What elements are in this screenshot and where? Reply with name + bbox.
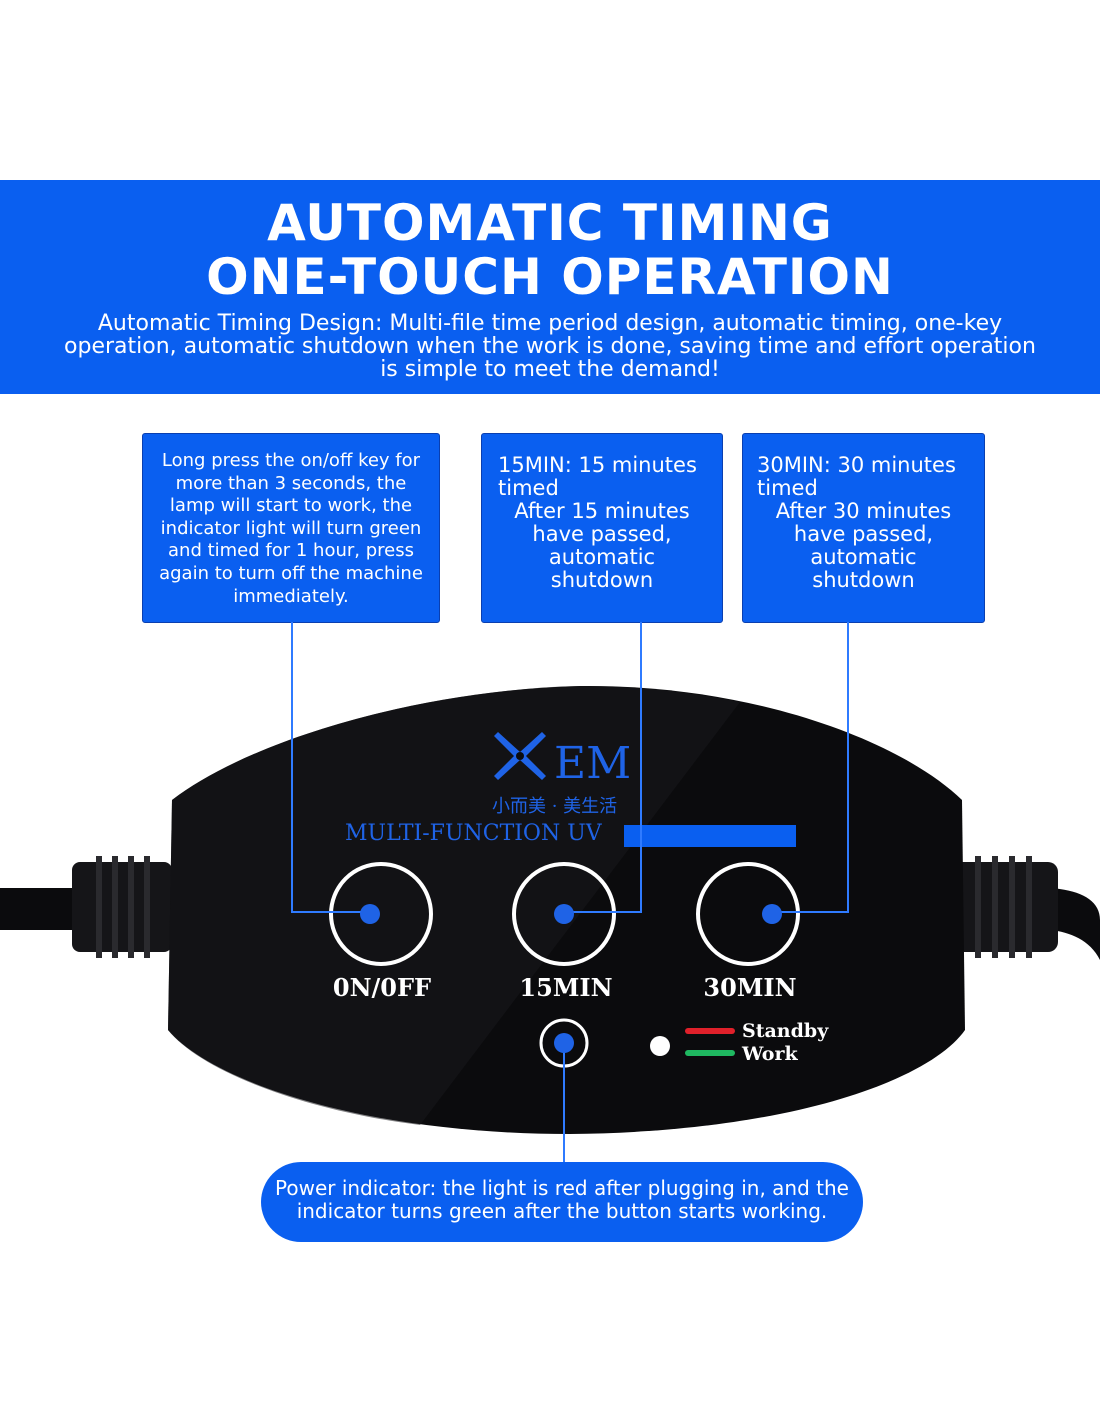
min30-button[interactable] [696, 862, 800, 966]
min30-label: 30MIN [703, 973, 796, 1002]
callout-30min-body: After 30 minutes have passed, automatic … [775, 499, 952, 592]
cable-left-connector [72, 856, 172, 958]
standby-bar [685, 1028, 735, 1034]
onoff-label: 0N/0FF [333, 973, 431, 1002]
brand-slogan: 小而美 · 美生活 [492, 796, 617, 817]
power-dot [554, 1033, 574, 1053]
callout-power: Power indicator: the light is red after … [261, 1162, 863, 1242]
callout-30min-head: 30MIN: 30 minutes timed [757, 453, 956, 500]
brand-name: EM [554, 738, 631, 789]
legend-work: Work [741, 1043, 798, 1065]
cable-right [1050, 888, 1100, 960]
min15-button[interactable] [512, 862, 616, 966]
onoff-dot [360, 904, 380, 924]
callout-15min-head: 15MIN: 15 minutes timed [498, 453, 697, 500]
min15-dot [554, 904, 574, 924]
banner-title: AUTOMATIC TIMING ONE-TOUCH OPERATION [0, 196, 1100, 304]
banner-description: Automatic Timing Design: Multi-file time… [64, 311, 1036, 382]
cable-right-connector [948, 856, 1058, 958]
callout-onoff: Long press the on/off key for more than … [142, 433, 440, 623]
callout-15min: 15MIN: 15 minutes timed After 15 minutes… [481, 433, 723, 623]
min30-dot [762, 904, 782, 924]
callout-onoff-text: Long press the on/off key for more than … [159, 450, 423, 607]
header-banner: AUTOMATIC TIMING ONE-TOUCH OPERATION Aut… [0, 180, 1100, 394]
onoff-button[interactable] [329, 862, 433, 966]
title-line-1: AUTOMATIC TIMING [267, 194, 833, 252]
redaction-bar [624, 825, 796, 847]
callout-15min-body: After 15 minutes have passed, automatic … [514, 499, 690, 592]
work-bar [685, 1050, 735, 1056]
device-gloss [168, 686, 740, 1125]
legend-standby: Standby [742, 1020, 829, 1042]
callout-lines [291, 622, 849, 1165]
callout-30min: 30MIN: 30 minutes timed After 30 minutes… [742, 433, 985, 623]
min15-label: 15MIN [519, 973, 612, 1002]
product-line-label: MULTI-FUNCTION UV [345, 821, 603, 846]
controller-device: EM 小而美 · 美生活 MULTI-FUNCTION UV 0N/0FF 15… [0, 622, 1100, 1165]
title-line-2: ONE-TOUCH OPERATION [206, 248, 894, 306]
indicator-dot [650, 1036, 670, 1056]
cable-left [0, 888, 80, 930]
callout-power-text: Power indicator: the light is red after … [275, 1176, 849, 1223]
brand-logo-icon [494, 732, 546, 780]
